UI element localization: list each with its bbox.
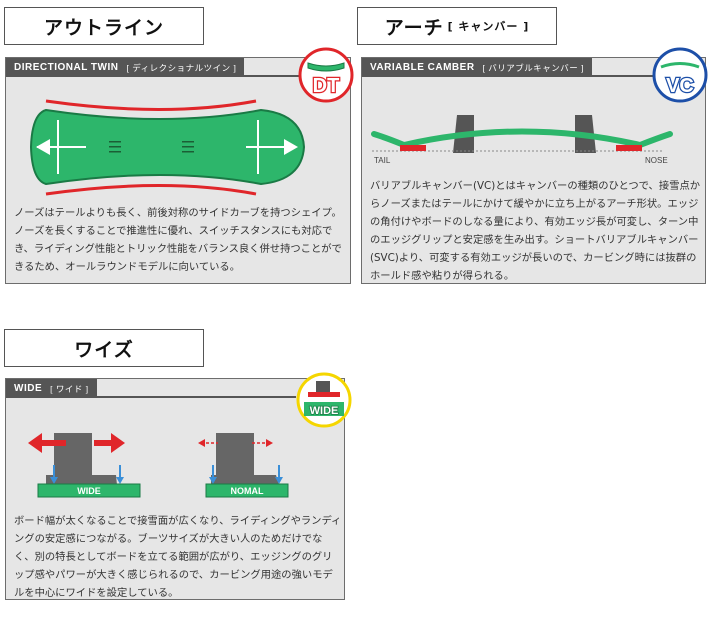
nose-label: NOSE <box>645 156 668 165</box>
outline-tab-underline <box>6 75 306 77</box>
width-tab-label: WIDE <box>14 383 43 394</box>
arch-heading-text: アーチ <box>384 16 444 39</box>
outline-tab-label: DIRECTIONAL TWIN <box>14 62 119 73</box>
normal-board <box>205 483 289 498</box>
sidecut-top-line <box>45 99 257 111</box>
outline-description: ノーズはテールよりも長く、前後対称のサイドカーブを持つシェイプ。ノーズを長くする… <box>14 207 342 273</box>
outline-panel: DIRECTIONAL TWIN [ ディレクショナルツイン ] ノーズはテール… <box>5 57 351 284</box>
width-tab-sub: [ ワイド ] <box>50 383 89 394</box>
wide-label: WIDE <box>77 486 101 496</box>
directional-twin-diagram <box>29 99 306 196</box>
nose-contact-mark <box>616 145 642 151</box>
camber-board <box>371 128 673 149</box>
binding-inserts <box>109 141 194 153</box>
outline-heading-text: アウトライン <box>43 16 164 39</box>
outline-tab: DIRECTIONAL TWIN [ ディレクショナルツイン ] <box>6 58 245 77</box>
wide-badge-text: WIDE <box>310 405 339 417</box>
normal-boot <box>211 433 282 495</box>
tail-label: TAIL <box>374 156 391 165</box>
outline-tab-sub: [ ディレクショナルツイン ] <box>126 62 237 73</box>
tail-contact-mark <box>400 145 426 151</box>
wide-board <box>37 483 141 498</box>
dt-badge-icon: DT <box>298 47 354 103</box>
arch-tab-underline <box>362 75 660 77</box>
sidecut-bottom-line <box>45 184 257 196</box>
vc-badge-icon: VC <box>652 47 708 103</box>
width-tab-underline <box>6 396 296 398</box>
variable-camber-diagram: TAIL NOSE <box>371 115 673 165</box>
width-heading-text: ワイズ <box>74 338 134 361</box>
nomal-label: NOMAL <box>231 486 264 496</box>
wide-vs-normal-diagram: WIDE NOMAL <box>28 433 289 498</box>
width-tab: WIDE [ ワイド ] <box>6 379 97 398</box>
dt-badge-text: DT <box>313 75 340 97</box>
arch-tab-sub: [ バリアブルキャンバー ] <box>482 62 584 73</box>
vc-badge-text: VC <box>666 75 694 97</box>
outline-heading: アウトライン <box>4 7 204 45</box>
arch-panel: VARIABLE CAMBER [ バリアブルキャンバー ] TAIL NOSE… <box>361 57 706 284</box>
width-panel: WIDE [ ワイド ] WIDE NOMAL <box>5 378 345 600</box>
arch-description: バリアブルキャンバー(VC)とはキャンバーの種類のひとつで、接雪点からノーズまた… <box>370 180 701 282</box>
width-description: ボード幅が太くなることで接雪面が広くなり、ライディングやランディングの安定感につ… <box>14 515 342 599</box>
arch-tab: VARIABLE CAMBER [ バリアブルキャンバー ] <box>362 58 592 77</box>
wide-badge-icon: WIDE <box>296 372 352 428</box>
width-heading: ワイズ <box>4 329 204 367</box>
arch-heading: アーチ [ キャンバー ] <box>357 7 557 45</box>
arch-heading-sub: [ キャンバー ] <box>447 20 530 33</box>
board-outline <box>29 108 306 186</box>
arch-tab-label: VARIABLE CAMBER <box>370 62 475 73</box>
